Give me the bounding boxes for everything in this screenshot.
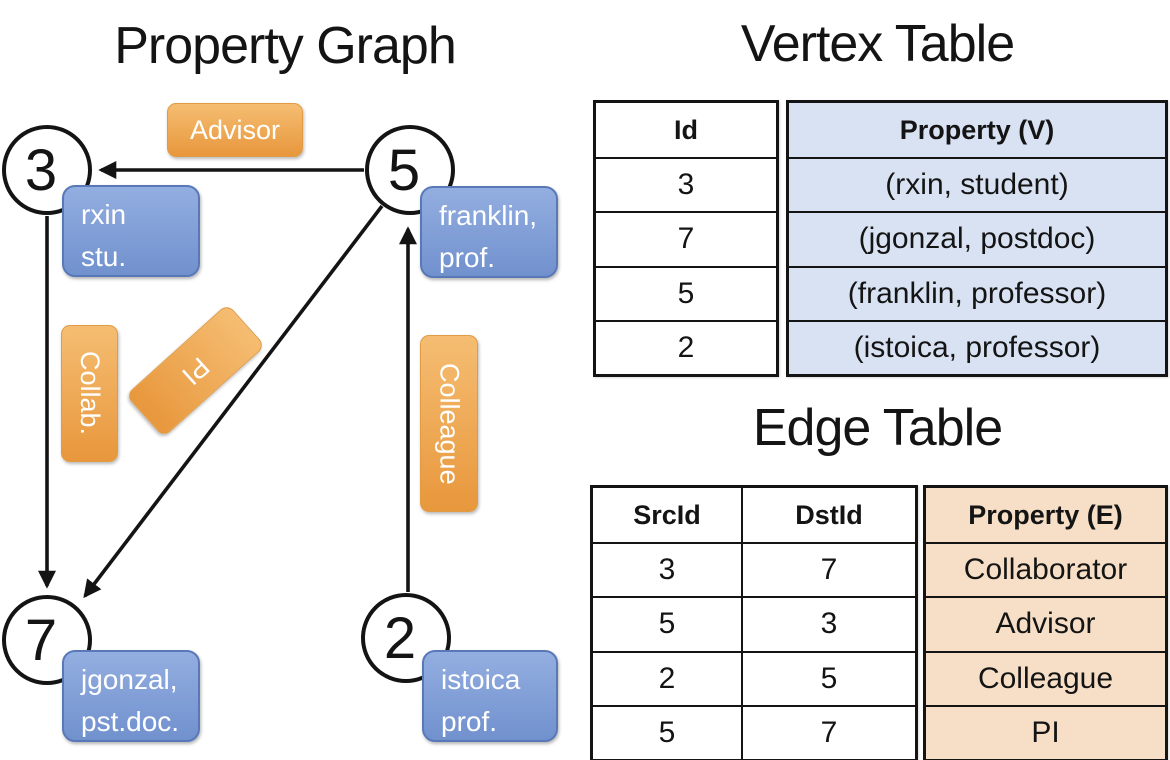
edge-dst-cell: 5 (741, 652, 915, 705)
edge-label-colleague: Colleague (420, 335, 478, 512)
graph-edges-layer (38, 161, 417, 599)
vertex-id-cell: 3 (677, 168, 695, 202)
vertex-table-id-column: Id 3 7 5 2 (593, 100, 779, 377)
vertex-id-cell: 5 (677, 276, 695, 310)
vertex-property-cell: (rxin, student) (885, 168, 1069, 202)
vertex-table-id-header: Id (674, 114, 698, 145)
edge-property-cell: PI (1031, 715, 1060, 749)
edge-label-advisor: Advisor (167, 103, 303, 157)
vertex-2-name: istoica (441, 664, 521, 695)
edge-src-cell: 5 (658, 715, 676, 749)
edge-dst-cell: 7 (741, 544, 915, 597)
vertex-5-name: franklin, (439, 200, 538, 231)
edge-label-collab: Collab. (61, 325, 118, 462)
vertex-property-box-7: jgonzal, pst.doc. (62, 650, 200, 742)
edge-property-cell: Colleague (977, 661, 1114, 695)
vertex-property-box-5: franklin, prof. (420, 186, 558, 278)
vertex-property-box-3: rxin stu. (62, 185, 200, 277)
vertex-circle-2: 2 (361, 593, 451, 683)
vertex-5-role: prof. (439, 242, 496, 273)
edge-5-to-7 (83, 204, 384, 599)
vertex-table-property-header: Property (V) (899, 114, 1055, 145)
edge-table-property-header: Property (E) (968, 499, 1123, 530)
edge-table-property-column: Property (E) Collaborator Advisor Collea… (923, 485, 1168, 760)
edge-property-cell: Advisor (995, 607, 1096, 641)
vertex-property-cell: (istoica, professor) (853, 330, 1101, 364)
vertex-3-name: rxin (81, 199, 127, 230)
edge-table-dstid-header: DstId (741, 488, 915, 543)
edge-src-cell: 3 (658, 553, 676, 587)
edge-src-cell: 5 (658, 607, 676, 641)
edge-table-srcid-header: SrcId (633, 499, 701, 530)
vertex-table-title: Vertex Table (740, 15, 1015, 73)
vertex-property-box-2: istoica prof. (422, 650, 558, 742)
vertex-2-role: prof. (441, 706, 498, 737)
property-graph-title: Property Graph (114, 17, 457, 75)
vertex-7-name: jgonzal, (81, 664, 178, 695)
vertex-table-property-column: Property (V) (rxin, student) (jgonzal, p… (786, 100, 1168, 377)
vertex-3-role: stu. (81, 241, 127, 272)
edge-table-title: Edge Table (752, 399, 1003, 457)
edge-dst-cell: 3 (741, 598, 915, 651)
edge-property-cell: Collaborator (963, 553, 1128, 587)
vertex-property-cell: (franklin, professor) (847, 276, 1107, 310)
vertex-id-cell: 2 (677, 330, 695, 364)
edge-src-cell: 2 (658, 661, 676, 695)
edge-dst-cell: 7 (741, 706, 915, 759)
vertex-id-cell: 7 (677, 222, 695, 256)
vertex-property-cell: (jgonzal, postdoc) (858, 222, 1096, 256)
vertex-circle-5: 5 (365, 125, 455, 215)
vertex-7-role: pst.doc. (81, 706, 180, 737)
edge-table-id-columns: SrcId DstId 3 7 5 3 2 5 5 7 (590, 485, 918, 760)
